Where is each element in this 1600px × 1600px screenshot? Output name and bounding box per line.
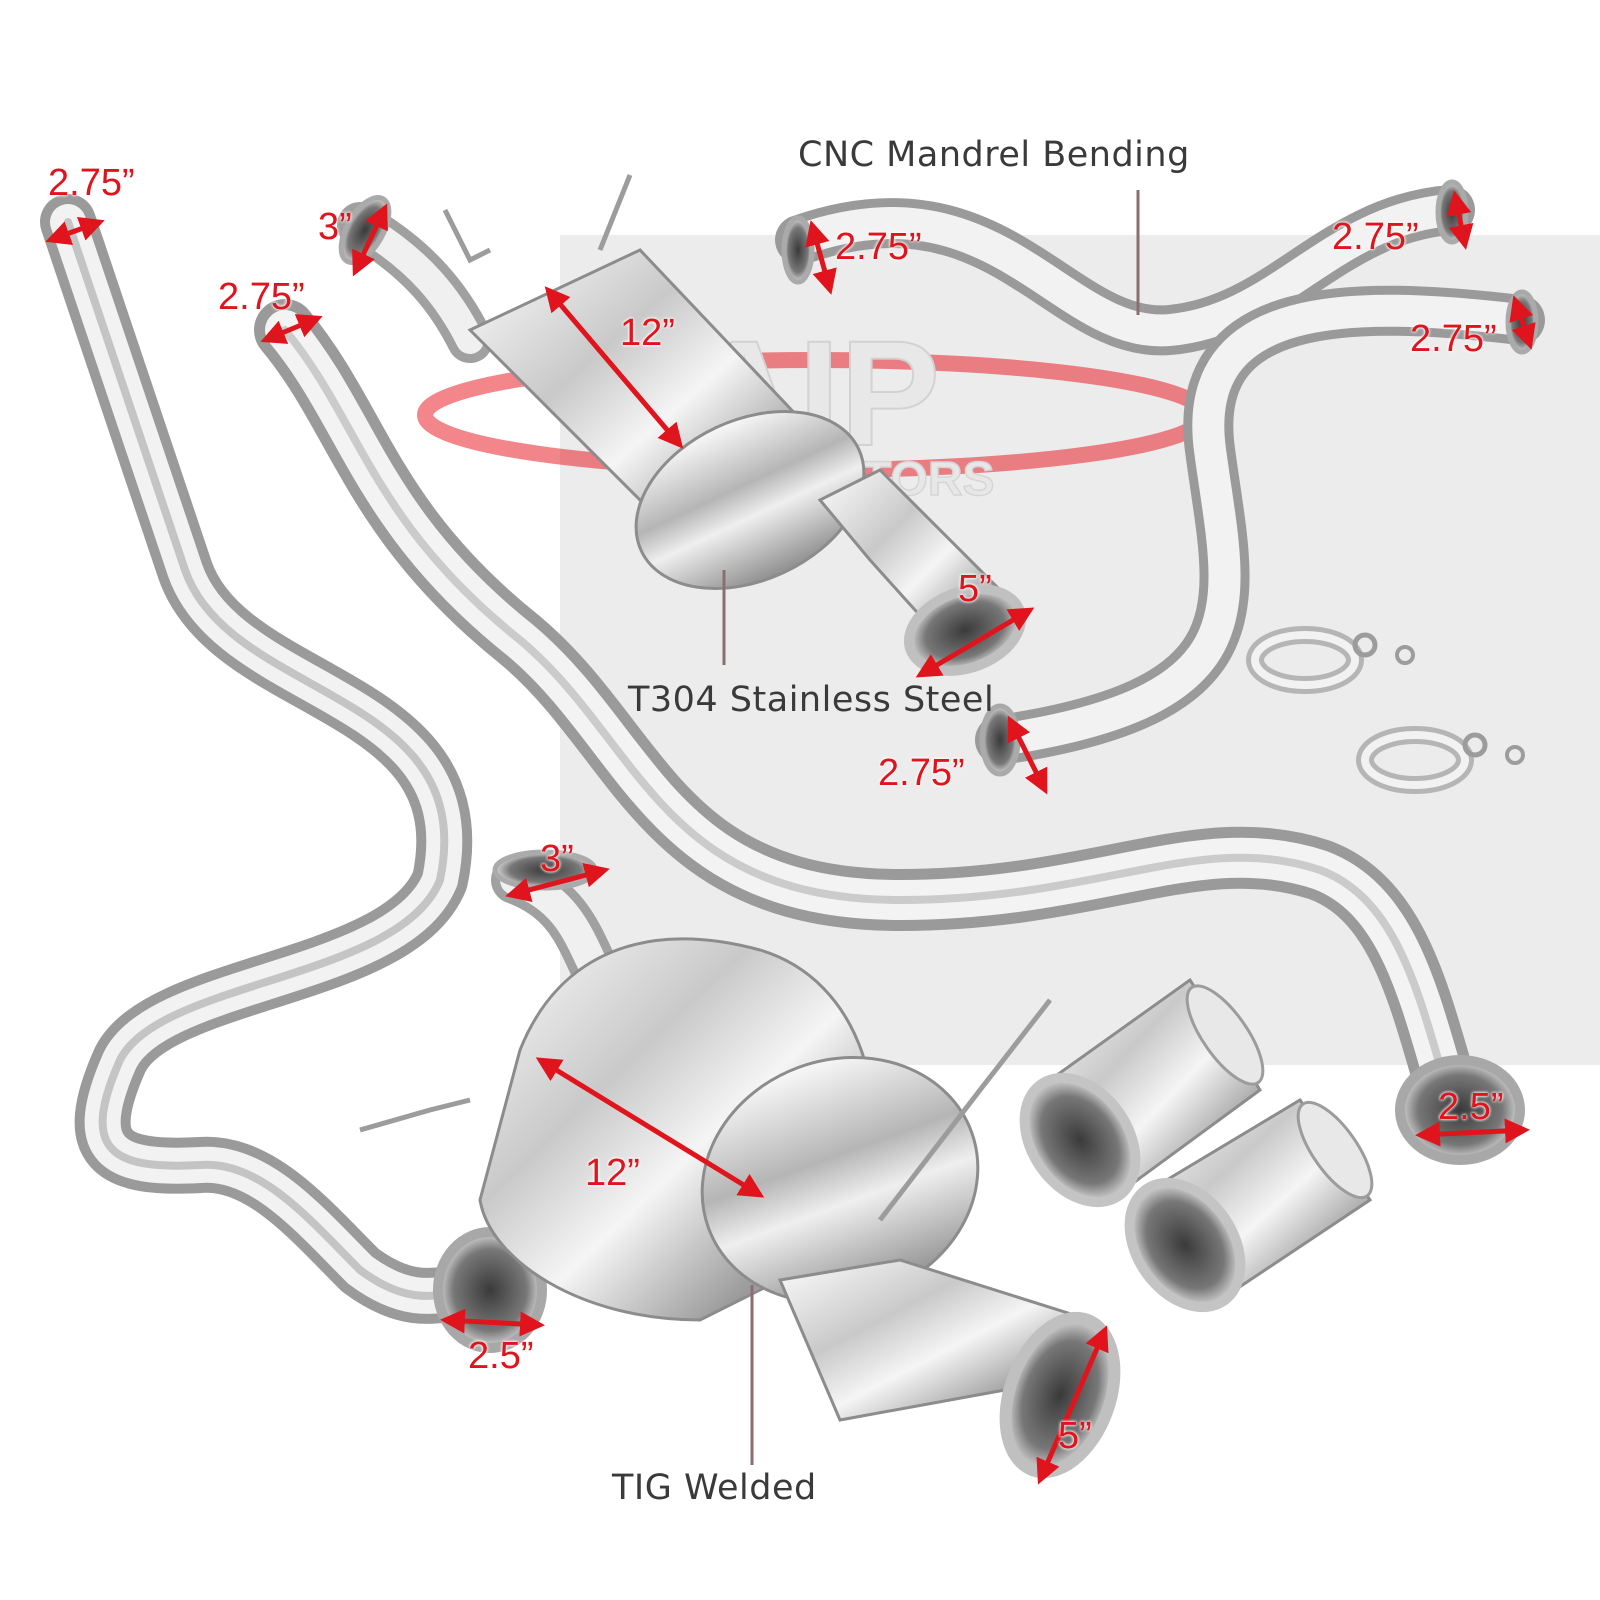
dimension-arrows: [45, 190, 1536, 1485]
callout-cnc-mandrel-bending: CNC Mandrel Bending: [798, 135, 1190, 175]
left-mid-pipe: [40, 194, 493, 1324]
long-mid-pipe: [254, 299, 1481, 1131]
lower-muffler: [359, 849, 1121, 1479]
xpipe-left-opening: [781, 215, 815, 285]
dim-upper-muffler-tip: 5”: [958, 568, 992, 610]
dim-lower-muffler-length: 12”: [585, 1152, 640, 1194]
dim-xpipe-left-inlet: 2.75”: [835, 226, 922, 268]
dim-upper-muffler-length: 12”: [620, 312, 675, 354]
dim-right-pipe-outlet: 2.5”: [1438, 1086, 1504, 1128]
callout-leaders: [722, 190, 1140, 1465]
callout-t304-stainless-steel: T304 Stainless Steel: [628, 680, 995, 720]
dim-second-pipe-inlet: 2.75”: [218, 276, 305, 318]
dim-left-pipe-inlet: 2.75”: [48, 162, 135, 204]
dim-left-pipe-outlet: 2.5”: [468, 1335, 534, 1377]
clamp-1: [1246, 626, 1415, 694]
x-pipe: [775, 185, 1545, 765]
dim-xpipe-right-top: 2.75”: [1332, 216, 1419, 258]
clamp-2: [1356, 726, 1525, 794]
dim-upper-muffler-inlet: 3”: [318, 206, 352, 248]
callout-tig-welded: TIG Welded: [612, 1468, 817, 1508]
exhaust-tip-2: [1124, 1097, 1374, 1313]
dim-lower-muffler-inlet: 3”: [540, 838, 574, 880]
dim-lower-muffler-tip: 5”: [1058, 1415, 1092, 1457]
dim-xpipe-bottom-outlet: 2.75”: [878, 752, 965, 794]
dim-xpipe-right-mid: 2.75”: [1410, 318, 1497, 360]
exhaust-tip-1: [1019, 977, 1265, 1208]
